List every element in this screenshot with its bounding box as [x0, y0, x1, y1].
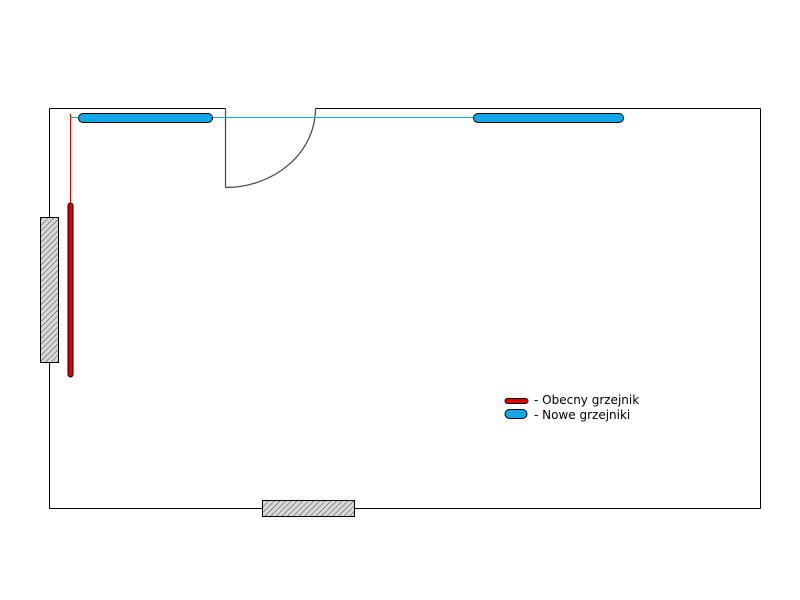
- legend: - Obecny grzejnik - Nowe grzejniki: [504, 393, 639, 422]
- door: [224, 108, 317, 189]
- legend-label-existing-radiator: - Obecny grzejnik: [534, 393, 639, 407]
- legend-swatch-existing-radiator: [504, 398, 529, 404]
- bottom-window: [262, 500, 355, 517]
- existing-radiator: [67, 202, 74, 378]
- legend-label-new-radiators: - Nowe grzejniki: [534, 408, 630, 422]
- new-radiator-left: [78, 113, 213, 123]
- legend-swatch-new-radiators: [504, 409, 528, 419]
- left-window: [40, 217, 59, 363]
- new-radiator-right: [473, 113, 624, 123]
- door-swing-arc: [225, 108, 317, 189]
